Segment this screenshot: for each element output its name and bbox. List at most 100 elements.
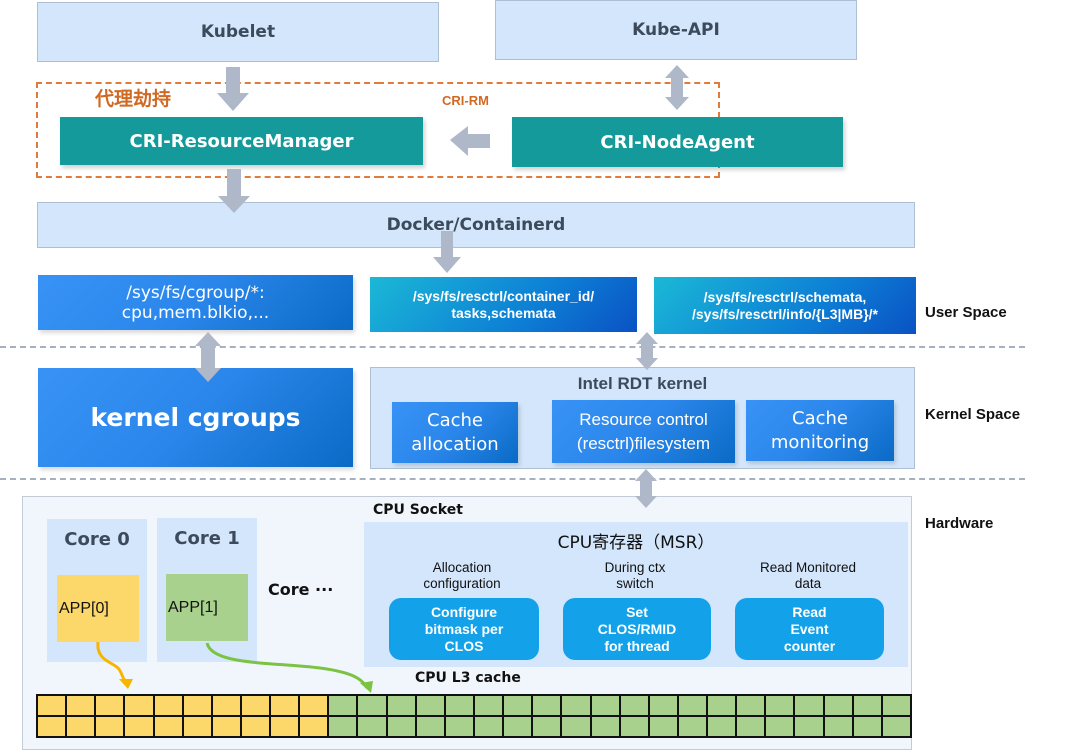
cache-cell-app1 — [562, 696, 590, 715]
cache-cell-app1 — [649, 717, 677, 736]
cache-cell-app1 — [445, 696, 473, 715]
arrow-docker-to-resctrl — [433, 231, 461, 273]
cache-cell-app0 — [241, 696, 270, 715]
resctrl-filesystem-line2: (resctrl)filesystem — [576, 433, 711, 453]
cgroup-path-line2: cpu,mem.blkio,... — [121, 302, 270, 323]
cache-cell-app1 — [882, 717, 910, 736]
btn-line2: bitmask per — [424, 620, 504, 637]
btn-line1: Configure — [430, 603, 498, 620]
cache-cell-app1 — [591, 696, 619, 715]
cache-cell-app1 — [358, 696, 386, 715]
arrowhead-app1 — [360, 681, 373, 693]
cache-cell-app1 — [416, 696, 444, 715]
arrow-kubelet-to-rm — [217, 67, 249, 111]
msr-caption-allocation: Allocation configuration — [392, 560, 532, 592]
cache-cell-app0 — [271, 717, 299, 736]
cri-rm-label: CRI-RM — [442, 93, 489, 108]
caption-line1: Allocation — [432, 560, 492, 575]
cache-cell-app1 — [329, 696, 357, 715]
cache-allocation-box: Cache allocation — [392, 402, 518, 463]
cache-cell-app1 — [474, 717, 503, 736]
cache-cell-app1 — [387, 696, 415, 715]
cache-cell-app0 — [183, 717, 211, 736]
cache-cell-app1 — [737, 717, 765, 736]
cache-cell-app0 — [271, 696, 299, 715]
intel-rdt-title: Intel RDT kernel — [577, 374, 708, 393]
cri-node-agent-box: CRI-NodeAgent — [512, 117, 843, 167]
configure-bitmask-box: Configure bitmask per CLOS — [389, 598, 539, 660]
msr-caption-ctx-switch: During ctx switch — [565, 560, 705, 592]
kube-api-label: Kube-API — [632, 20, 720, 40]
cri-resource-manager-box: CRI-ResourceManager — [60, 117, 423, 165]
cri-node-agent-label: CRI-NodeAgent — [600, 131, 755, 153]
cache-monitoring-line1: Cache — [792, 407, 848, 429]
cgroup-path-line1: /sys/fs/cgroup/*: — [126, 282, 265, 303]
cache-cell-app0 — [154, 696, 182, 715]
btn-line3: counter — [783, 637, 836, 654]
curve-app1-to-cache — [205, 642, 369, 689]
cache-cell-app1 — [766, 717, 794, 736]
cri-rm-group-title: 代理劫持 — [95, 88, 172, 110]
cache-cell-app1 — [445, 717, 473, 736]
cache-cell-app0 — [125, 696, 153, 715]
core-1-label: Core 1 — [174, 528, 240, 549]
core-more-label: Core ··· — [268, 580, 334, 599]
cache-cell-app1 — [591, 717, 619, 736]
kubelet-box: Kubelet — [37, 2, 439, 62]
kernel-cgroups-box: kernel cgroups — [38, 368, 353, 467]
docker-containerd-label: Docker/Containerd — [386, 215, 566, 235]
cache-cell-app0 — [96, 717, 124, 736]
btn-line3: for thread — [604, 637, 670, 654]
cache-cell-app0 — [300, 717, 328, 736]
cgroup-fs-box: /sys/fs/cgroup/*: cpu,mem.blkio,... — [38, 275, 353, 330]
resctrl-container-box: /sys/fs/resctrl/container_id/ tasks,sche… — [370, 277, 637, 332]
cache-cell-app0 — [212, 717, 240, 736]
cache-cell-app1 — [620, 696, 648, 715]
btn-line2: CLOS/RMID — [597, 620, 677, 637]
resctrl-container-line2: tasks,schemata — [451, 304, 556, 321]
cache-cell-app1 — [562, 717, 590, 736]
caption-line1: Read Monitored — [759, 560, 857, 575]
cache-cell-app1 — [853, 717, 881, 736]
caption-line2: switch — [616, 576, 654, 591]
kube-api-box: Kube-API — [495, 0, 857, 60]
set-clos-rmid-box: Set CLOS/RMID for thread — [563, 598, 711, 660]
l3-cache-grid — [36, 694, 912, 738]
cache-allocation-line1: Cache — [427, 409, 483, 431]
cache-cell-app0 — [67, 696, 95, 715]
cache-cell-app1 — [387, 717, 415, 736]
caption-line2: data — [794, 576, 822, 591]
app-1-label: APP[1] — [168, 598, 218, 616]
cache-cell-app0 — [96, 696, 124, 715]
kernel-hardware-divider — [0, 478, 1025, 480]
cache-cell-app0 — [67, 717, 95, 736]
kernel-cgroups-label: kernel cgroups — [90, 403, 301, 432]
cache-cell-app1 — [882, 696, 910, 715]
cache-cell-app1 — [649, 696, 677, 715]
btn-line3: CLOS — [444, 637, 484, 654]
cache-cell-app0 — [38, 696, 66, 715]
cache-allocation-line2: allocation — [411, 433, 499, 455]
cache-cell-app0 — [300, 696, 328, 715]
cache-cell-app1 — [795, 696, 823, 715]
app-0-label: APP[0] — [59, 599, 109, 617]
cache-cell-app1 — [708, 696, 736, 715]
arrowhead-app0 — [119, 679, 133, 689]
cache-cell-app1 — [416, 717, 444, 736]
arrow-nodeagent-to-rm — [450, 126, 490, 156]
cache-cell-app1 — [329, 717, 357, 736]
kernel-space-label: Kernel Space — [925, 406, 1021, 423]
cache-cell-app1 — [824, 696, 852, 715]
docker-containerd-box: Docker/Containerd — [37, 202, 915, 248]
user-space-label: User Space — [925, 304, 1007, 321]
resctrl-schemata-line1: /sys/fs/resctrl/schemata, — [703, 288, 867, 305]
resctrl-filesystem-box: Resource control (resctrl)filesystem — [552, 400, 735, 463]
btn-line1: Read — [792, 603, 827, 620]
cache-cell-app0 — [125, 717, 153, 736]
cache-monitoring-box: Cache monitoring — [746, 400, 894, 461]
arrow-cgroupfs-kernel — [195, 332, 221, 382]
cache-cell-app1 — [708, 717, 736, 736]
cache-cell-app0 — [38, 717, 66, 736]
cache-cell-app1 — [824, 717, 852, 736]
